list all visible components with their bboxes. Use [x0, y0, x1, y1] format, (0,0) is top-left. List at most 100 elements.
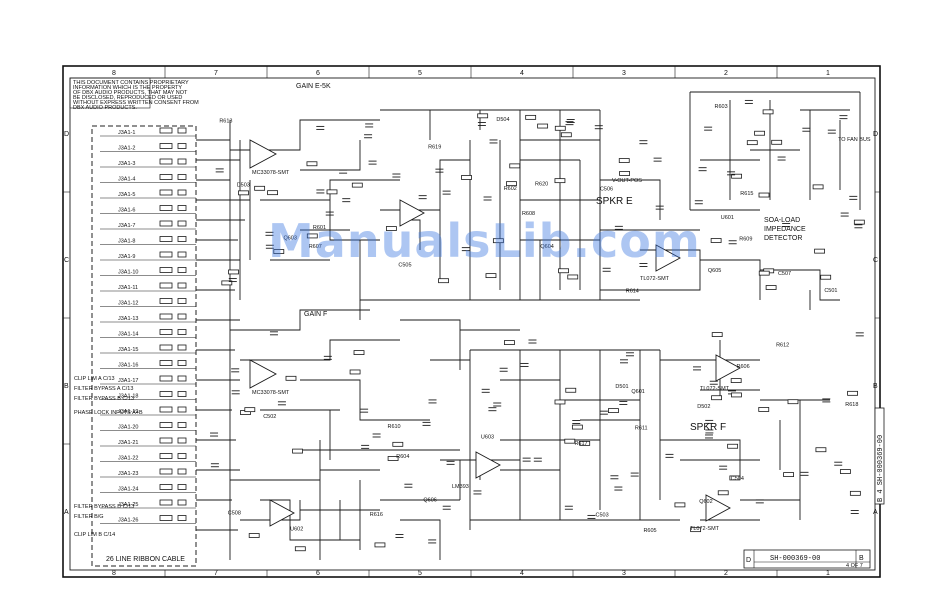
gain-f-label: GAIN F [304, 311, 327, 318]
wiring [196, 91, 865, 560]
part-reference: Q605 [708, 268, 721, 274]
zone-rows-left: D C B A [64, 131, 69, 516]
opamp-u601b: MC33078-SMT [249, 359, 290, 396]
zone-col-3-bottom: 3 [622, 570, 626, 577]
notice-line-6: DBX AUDIO PRODUCTS. [73, 105, 137, 111]
opamp-spkr-e: TL072-SMT [640, 244, 681, 282]
notice-line-4: BE DISCLOSED, REPRODUCED OR USED [73, 95, 182, 101]
zone-row-a: A [64, 509, 69, 516]
left-signal-1: CLIP LIM A C/13 [74, 376, 115, 382]
part-reference: R608 [522, 211, 535, 217]
connector-pin-label: J3A1-16 [118, 363, 139, 369]
zone-rows-right: D C B A [873, 131, 878, 516]
zone-row-b: B [64, 383, 69, 390]
opamp-bottom-left [269, 499, 295, 527]
zone-columns-top: 8 7 6 5 4 3 2 1 [112, 70, 830, 77]
connector-pin-label: J3A1-2 [118, 146, 135, 152]
opamp-f-output: LM393 [452, 451, 501, 490]
zone-columns-bottom: 8 7 6 5 4 3 2 1 [112, 570, 830, 577]
part-reference: R620 [535, 181, 548, 187]
part-reference: D502 [697, 404, 710, 410]
connector-pin-label: J3A1-24 [118, 487, 139, 493]
part-reference: U602 [290, 526, 303, 532]
soa-label-line-1: SOA-LOAD [764, 217, 800, 224]
zone-col-3: 3 [622, 70, 626, 77]
notice-line-2: INFORMATION WHICH IS THE PROPERTY [73, 85, 182, 91]
part-reference: Q602 [699, 499, 712, 505]
connector-pin-label: J3A1-21 [118, 440, 139, 446]
part-reference: R610 [387, 424, 400, 430]
zone-col-5-bottom: 5 [418, 570, 422, 577]
connector-pin-label: J3A1-1 [118, 130, 135, 136]
part-reference: C506 [600, 186, 613, 192]
spkr-f-label: SPKR F [690, 422, 726, 433]
connector-pin-label: J3A1-17 [118, 378, 139, 384]
left-signal-4: PHASE LOCK INPUTS A+B [74, 410, 143, 416]
zone-col-7: 7 [214, 70, 218, 77]
soa-label-line-3: DETECTOR [764, 235, 802, 242]
left-signal-3: FILTER BYPASS B C/13 [74, 396, 134, 402]
notice-line-1: THIS DOCUMENT CONTAINS PROPRIETARY [73, 80, 189, 86]
part-reference: R616 [370, 512, 383, 518]
part-reference-labels: R601R602R603R604R605R606R607R608R609R610… [219, 104, 858, 534]
left-signal-2: FILTER BYPASS A C/13 [74, 386, 133, 392]
drawing-number: SH-000369-00 [770, 555, 820, 563]
part-reference: C504 [731, 476, 744, 482]
zone-row-b-right: B [873, 383, 878, 390]
part-reference: R618 [845, 402, 858, 408]
side-stamp: B 4 SH-000369-00 [874, 407, 885, 505]
zone-col-4-bottom: 4 [520, 570, 524, 577]
left-signal-5: FILTER BYPASS D C/13 [74, 504, 134, 510]
proprietary-notice: THIS DOCUMENT CONTAINS PROPRIETARY INFOR… [69, 77, 199, 111]
part-reference: C501 [824, 288, 837, 294]
part-reference: D504 [496, 117, 509, 123]
part-reference: Q601 [631, 389, 644, 395]
part-reference: R619 [428, 144, 441, 150]
drawing-frame [62, 65, 881, 578]
connector-pin-label: J3A1-8 [118, 239, 135, 245]
zone-row-c: C [64, 257, 69, 264]
opamp-spkr-e-label: TL072-SMT [640, 276, 670, 282]
ribbon-cable-block: 26 LINE RIBBON CABLE J3A1-1J3A1-2J3A1-3J… [74, 125, 197, 567]
zone-col-4: 4 [520, 70, 524, 77]
connector-pin-label: J3A1-20 [118, 425, 139, 431]
connector-pin-label: J3A1-25 [118, 502, 139, 508]
part-reference: R605 [643, 528, 656, 534]
notice-line-5: WITHOUT EXPRESS WRITTEN CONSENT FROM [73, 100, 199, 106]
part-reference: Q606 [423, 497, 436, 503]
title-size: D [746, 557, 751, 564]
gain-e-label: GAIN E-5K [296, 83, 331, 90]
opamp-right-upper-label: TL072-SMT [700, 386, 730, 392]
left-signal-6: FILTER B/G [74, 514, 104, 520]
watermark: ManualsLib.com [268, 214, 701, 268]
part-reference: C507 [778, 271, 791, 277]
zone-col-6-bottom: 6 [316, 570, 320, 577]
v-out-pos-label: V-OUT-POS [612, 178, 642, 184]
part-reference: C505 [398, 262, 411, 268]
spkr-e-label: SPKR E [596, 196, 633, 207]
connector-pin-label: J3A1-12 [118, 301, 139, 307]
part-reference: U603 [481, 434, 494, 440]
part-reference: R607 [309, 244, 322, 250]
notice-line-3: OF DBX AUDIO PRODUCTS, THAT MAY NOT [73, 90, 188, 96]
connector-pin-label: J3A1-11 [118, 285, 138, 291]
part-reference: D501 [615, 384, 628, 390]
connector-pin-label: J3A1-7 [118, 223, 135, 229]
connector-pin-label: J3A1-5 [118, 192, 135, 198]
part-reference: R615 [740, 191, 753, 197]
part-reference: R613 [219, 118, 232, 124]
zone-col-2: 2 [724, 70, 728, 77]
opamp-u601a: MC33078-SMT [249, 139, 290, 176]
connector-pin-label: J3A1-26 [118, 518, 139, 524]
part-reference: C508 [228, 511, 241, 517]
left-signal-7: CLIP LIM B C/14 [74, 532, 115, 538]
part-reference: R601 [313, 225, 326, 231]
opamp-u601a-label: MC33078-SMT [252, 170, 290, 176]
zone-col-8-bottom: 8 [112, 570, 116, 577]
opamp-right-upper: TL072-SMT [700, 354, 741, 392]
connector-pin-label: J3A1-14 [118, 332, 139, 338]
connector-pin-label: J3A1-15 [118, 347, 139, 353]
connector-pin-label: J3A1-6 [118, 208, 135, 214]
part-reference: R602 [504, 186, 517, 192]
